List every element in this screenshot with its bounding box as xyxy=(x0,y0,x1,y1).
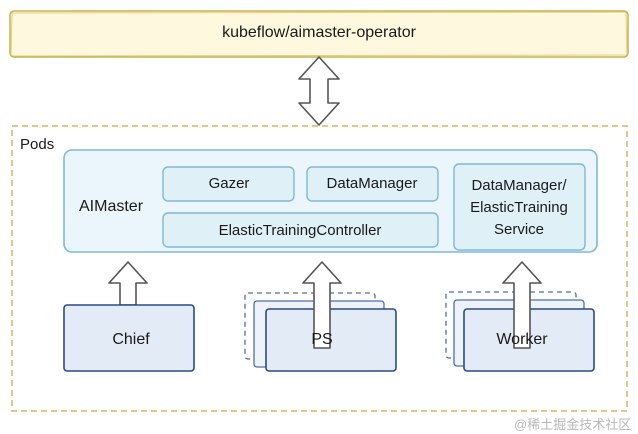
worker-up-arrow xyxy=(502,261,542,349)
ps-pod-box xyxy=(265,308,397,372)
operator-box-sketch xyxy=(10,11,628,57)
worker-label: Worker xyxy=(496,331,548,348)
elastic-training-controller-box xyxy=(162,212,439,248)
ps-up-arrow xyxy=(302,261,342,349)
data-manager-box xyxy=(306,166,439,202)
gazer-label: Gazer xyxy=(208,175,250,192)
chief-up-arrow xyxy=(108,261,148,306)
aimaster-label: AIMaster xyxy=(79,198,144,215)
service-box xyxy=(453,163,586,251)
ps-label: PS xyxy=(311,331,333,348)
data-manager-label: DataManager xyxy=(326,175,418,192)
watermark: @稀土掘金技术社区 xyxy=(514,417,632,432)
operator-double-arrow xyxy=(298,56,340,126)
elastic-training-controller-label: ElasticTrainingController xyxy=(218,222,382,239)
chief-label: Chief xyxy=(112,331,150,348)
service-label: DataManager/ ElasticTraining Service xyxy=(470,177,568,238)
operator-label: kubeflow/aimaster-operator xyxy=(222,24,416,41)
chief-pod-box xyxy=(63,304,195,372)
gazer-box xyxy=(162,166,295,202)
pods-label: Pods xyxy=(20,136,55,153)
